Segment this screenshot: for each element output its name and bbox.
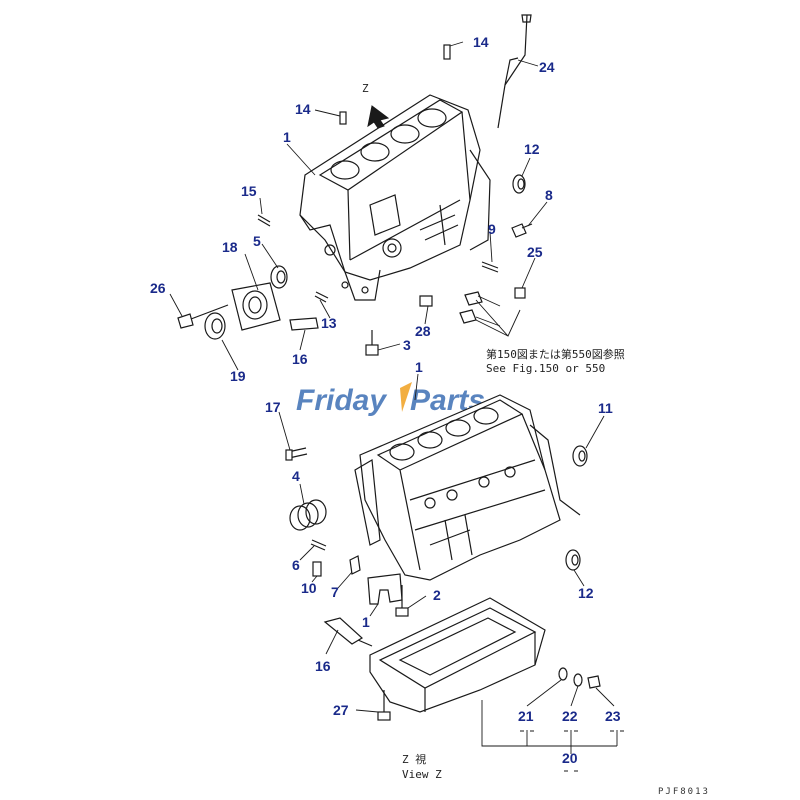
callout-10: 10	[301, 580, 317, 596]
bracket-7	[349, 555, 361, 575]
callout-19: 19	[230, 368, 246, 384]
oil-seal-11	[572, 445, 588, 467]
callout-24: 24	[539, 59, 555, 75]
dowel-pin-top	[443, 44, 451, 60]
pin-9	[481, 261, 499, 273]
callout-2: 2	[433, 587, 441, 603]
oil-pan	[369, 597, 546, 713]
view-label-english: View Z	[402, 768, 442, 781]
dowel-pin-side	[339, 111, 347, 125]
callout-16: 16	[292, 351, 308, 367]
dipstick	[497, 14, 532, 129]
callout-15: 15	[241, 183, 257, 199]
seal-retainer-18	[231, 282, 281, 331]
watermark-text-1: Friday	[296, 384, 387, 417]
lower-cylinder-block	[354, 394, 581, 581]
callout-12: 12	[578, 585, 594, 601]
bolt-15	[257, 214, 271, 227]
main-bearing-cap	[367, 573, 403, 605]
seal-5	[270, 265, 288, 289]
pin-10	[312, 561, 322, 577]
bolt-28	[419, 295, 433, 307]
callout-7: 7	[331, 584, 339, 600]
spring-4	[289, 499, 327, 531]
view-marker-label: Z	[362, 82, 369, 95]
callout-1: 1	[283, 129, 291, 145]
callout-8: 8	[545, 187, 553, 203]
callout-numbers: 14 24 14 1 12 15 8 18 5 9 25 26 13 28 3 …	[150, 34, 621, 766]
drain-fittings	[558, 667, 601, 689]
callout-18: 18	[222, 239, 238, 255]
reference-note-english: See Fig.150 or 550	[486, 362, 605, 375]
oil-seal-12-lower	[565, 549, 581, 571]
number-underscores	[520, 730, 624, 772]
bolt-26	[177, 304, 229, 329]
oil-seal-19	[204, 312, 226, 340]
upper-cylinder-block	[299, 94, 491, 301]
reference-note-japanese: 第150図または第550図参照	[486, 347, 625, 361]
leader-lines	[169, 41, 618, 754]
sealant-tube-16	[323, 617, 373, 647]
plug-25	[514, 287, 526, 299]
callout-21: 21	[518, 708, 534, 724]
bolt-13	[314, 291, 329, 303]
reference-notes: 第150図または第550図参照 See Fig.150 or 550 Z 視 V…	[402, 347, 710, 797]
callout-12: 12	[524, 141, 540, 157]
callout-16: 16	[315, 658, 331, 674]
callout-22: 22	[562, 708, 578, 724]
callout-1: 1	[362, 614, 370, 630]
plug-3	[365, 330, 379, 356]
bolt-17	[285, 447, 308, 461]
callout-17: 17	[265, 399, 281, 415]
oil-seal-top	[512, 174, 526, 194]
callout-3: 3	[403, 337, 411, 353]
callout-25: 25	[527, 244, 543, 260]
watermark-logo: Friday Parts	[296, 382, 485, 417]
pin-6	[310, 539, 327, 551]
bolt-8	[511, 223, 533, 238]
callout-27: 27	[333, 702, 349, 718]
callout-14: 14	[473, 34, 489, 50]
callout-28: 28	[415, 323, 431, 339]
bolt-2	[395, 585, 409, 617]
callout-6: 6	[292, 557, 300, 573]
callout-4: 4	[292, 468, 300, 484]
plug-cap-16-upper	[289, 317, 319, 331]
callout-1: 1	[415, 359, 423, 375]
callout-5: 5	[253, 233, 261, 249]
callout-14: 14	[295, 101, 311, 117]
bolt-27	[377, 690, 391, 721]
callout-11: 11	[598, 400, 613, 416]
callout-9: 9	[488, 221, 496, 237]
figure-code: PJF8013	[658, 787, 710, 797]
callout-23: 23	[605, 708, 621, 724]
view-label-japanese: Z 視	[402, 752, 426, 766]
callout-13: 13	[321, 315, 337, 331]
callout-20: 20	[562, 750, 578, 766]
view-z-arrow: Z	[362, 82, 390, 129]
callout-26: 26	[150, 280, 166, 296]
